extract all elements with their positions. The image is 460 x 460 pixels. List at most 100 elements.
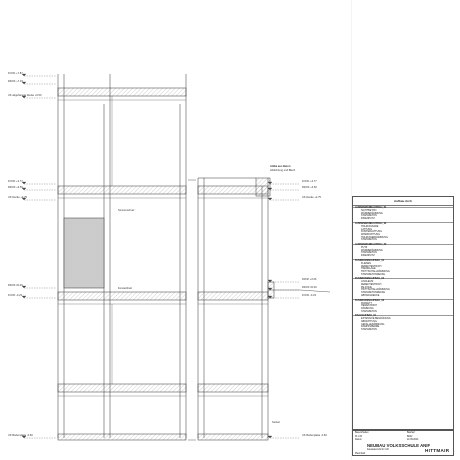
legend-row: GEFÄLLEDÄMMUNG [361, 322, 385, 326]
legend-section-title: AUSSENWANDAUFBAU_03 [355, 243, 387, 246]
level-left-marker-icon [21, 197, 27, 201]
level-left-marker-icon [21, 73, 27, 77]
title-logo: HITTMAIR [425, 448, 450, 453]
callout-sonnenschutz: Sonnenschutz [118, 209, 135, 212]
legend-section-title: AUSSENWANDAUFBAU_02 [355, 221, 387, 225]
legend-divider [353, 222, 453, 224]
legend-section-title: FUSSBODENAUFBAU_02 [355, 277, 385, 281]
plan-number-block [352, 422, 454, 430]
legend-row: PUTZ [361, 246, 368, 249]
title-plan-no: B002 [407, 435, 413, 438]
title-scale: M 1:20 [355, 435, 363, 438]
legend-row: HEIZESTRICH [361, 304, 377, 308]
level-right-marker-icon [267, 435, 273, 439]
level-right-marker-icon [267, 295, 273, 299]
title-plan-name: Fassadenschnitt 1:20 [367, 449, 389, 451]
title-date-label: Datum [355, 439, 362, 441]
level-left-label: FOOK -0.23 [8, 294, 22, 297]
title-date: 22.09.2021 [407, 439, 419, 441]
level-right-label: FOOK -0.23 [302, 294, 316, 297]
legend-row: HOLZFASSADE [361, 224, 379, 228]
level-left-marker-icon [21, 285, 27, 289]
right-section [197, 177, 331, 441]
level-right-label: UK Bodenplatte -0.60 [302, 434, 327, 437]
level-left-marker-icon [21, 95, 27, 99]
legend-row: WÄRMEDÄMMUNG [361, 211, 383, 215]
legend-row: FLIESEN [361, 261, 371, 265]
legend-row: TRITTSCHALLDÄMMUNG [361, 288, 390, 292]
level-right-label: UK Decke +2.75 [302, 196, 321, 199]
legend-row: INNENPUTZ [361, 217, 375, 221]
level-right-marker-icon [267, 279, 273, 283]
level-left-label: FOOK +7.87 [8, 72, 23, 75]
legend-divider [353, 243, 453, 245]
title-project: NEUBAU VOLKSSCHULE ANIF [367, 443, 431, 448]
callout-attika: Attika aus Beton [270, 165, 291, 168]
callout-fensterbrett: Fensterbrett [118, 287, 132, 290]
level-left-label: UK abgehängte Decke +6.50 [8, 94, 42, 97]
legend-row: ABHANGDECKE [361, 293, 380, 297]
level-left-label: FOOK +3.77 [8, 180, 23, 183]
section-drawing [21, 0, 352, 460]
legend-row: STAHLBETON [361, 251, 377, 255]
legend-row: TRITTSCHALLDÄMMUNG [361, 269, 390, 273]
level-right-label: FOOK +3.77 [302, 180, 317, 183]
level-left-marker-icon [21, 181, 27, 185]
level-left-label: RDOK ±0.00 [8, 284, 23, 287]
legend-divider [353, 259, 453, 261]
legend-row: TRENNLAGE [361, 267, 376, 271]
level-left-label: UK Bodenplatte -0.60 [8, 434, 33, 437]
legend-section-title: FUSSBODENAUFBAU_03 [355, 298, 385, 302]
legend-row: INNENPUTZ [361, 254, 375, 258]
legend-section-title: AUSSENWANDAUFBAU_01 [355, 206, 387, 209]
title-block: Bauvorhaben Bauherr M 1:20 B002 Datum 22… [352, 430, 454, 456]
legend-row: SICHTBETON [361, 209, 377, 212]
level-left-marker-icon [21, 81, 27, 85]
legend-row: PARKETT [361, 301, 372, 305]
legend-divider [353, 206, 453, 208]
level-right-label: FROK +0.06 [302, 278, 317, 281]
callout-sockel: Sockel [272, 421, 280, 424]
legend-row: STAHLBETON [361, 309, 377, 313]
left-section [57, 74, 187, 441]
title-bauvorhaben: Bauvorhaben [355, 432, 369, 434]
level-left-marker-icon [21, 295, 27, 299]
legend-row: ZEMENTESTRICH [361, 264, 382, 268]
legend-row: ABDICHTUNG [361, 320, 377, 323]
level-right-marker-icon [267, 287, 273, 291]
legend-row: DAMPFSPERRE [361, 325, 380, 329]
legend-row: DÄMMUNG [361, 306, 374, 310]
legend-row: LINOLEUM [361, 280, 374, 284]
legend-row: WÄRMEDÄMMUNG [361, 248, 383, 252]
level-right-marker-icon [267, 181, 273, 185]
legend-section-title: DACHAUFBAU_01 [355, 314, 376, 318]
legend-row: STAHLBETON [361, 238, 377, 242]
legend-row: WINDDICHTUNG [361, 232, 380, 236]
legend-row: STAHLBETON [361, 328, 377, 332]
level-left-label: RDOK +3.50 [8, 186, 23, 189]
legend-row: ZEMENTESTRICH [361, 283, 382, 286]
legend-section-title: FUSSBODENAUFBAU_01 [355, 258, 385, 262]
level-right-label: RDOK ±0.00 [302, 286, 317, 289]
title-content-label: Planinhalt [355, 452, 366, 455]
legend-row: HOLZFASERDÄMMUNG [361, 235, 388, 239]
legend-row: STAHLBETONDECKE [361, 272, 385, 276]
title-bauherr: Bauherr [407, 432, 416, 434]
legend-row: PE-FOLIE [361, 285, 372, 289]
legend-divider [353, 277, 453, 279]
level-left-marker-icon [21, 435, 27, 439]
level-markers-left [21, 73, 56, 439]
legend-row: STAHLBETON [361, 214, 377, 218]
legend-divider [353, 314, 453, 316]
level-right-label: RDOK +3.50 [302, 186, 317, 189]
legend-divider [353, 299, 453, 300]
legend-row: EXTENSIVE BEGRÜNUNG [361, 317, 391, 321]
level-markers-right [267, 181, 300, 439]
legend-row: LATTUNG [361, 227, 372, 231]
level-right-marker-icon [267, 197, 273, 201]
cut-markers [188, 0, 352, 460]
legend-row: STAHLBETONDECKE [361, 291, 385, 295]
level-left-label: UK Decke +2.75 [8, 196, 27, 199]
